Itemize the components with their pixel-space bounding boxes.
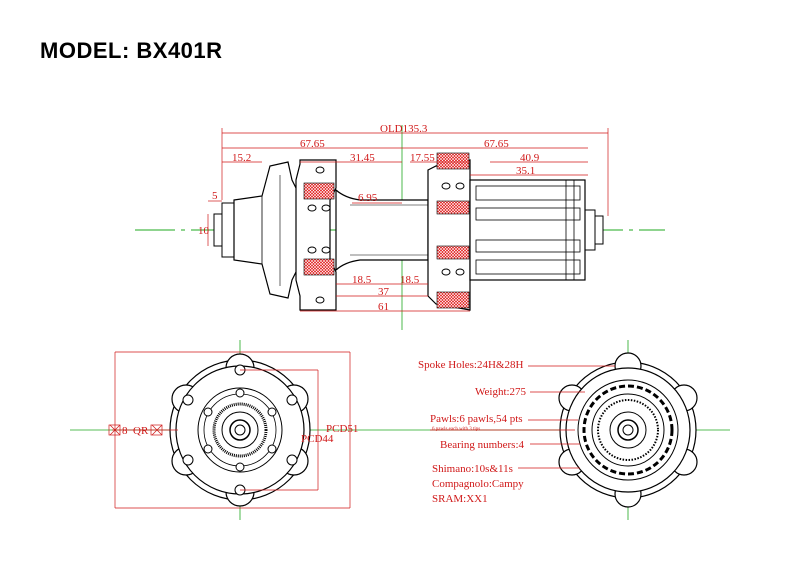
dim-pcd44: PCD44 — [301, 433, 334, 445]
dim-left-half: 67.65 — [300, 138, 325, 150]
hub-front-view — [70, 340, 420, 520]
disc-mount — [295, 159, 337, 311]
right-flange — [427, 159, 471, 311]
knurl-band — [436, 291, 470, 309]
left-axle-end — [221, 202, 235, 258]
bolt-hole — [321, 246, 331, 254]
side-dimension-labels: OLD135.3 67.65 67.65 15.2 31.45 17.55 40… — [198, 123, 540, 313]
model-title: MODEL: BX401R — [40, 38, 223, 63]
knurl-band — [303, 258, 335, 276]
dim-61: 61 — [378, 301, 389, 313]
dim-10: 10 — [198, 225, 210, 237]
spec-pawls: Pawls:6 pawls,54 pts — [430, 413, 523, 425]
dim-right-half: 67.65 — [484, 138, 509, 150]
bolt-hole — [455, 268, 465, 276]
dim-old: OLD135.3 — [380, 123, 428, 135]
knurl-band — [436, 200, 470, 215]
bolt-hole — [441, 182, 451, 190]
ratchet-teeth — [597, 399, 659, 461]
knurl-band — [436, 152, 470, 170]
dim-pcd51: PCD51 — [326, 423, 358, 435]
spec-spoke-holes: Spoke Holes:24H&28H — [418, 359, 523, 371]
left-axle-cap — [213, 213, 223, 247]
hub-rear-view — [420, 340, 730, 520]
axle-hole — [234, 424, 246, 436]
spec-leaders — [430, 365, 615, 469]
bolt-hole — [441, 268, 451, 276]
dim-18-5-right: 18.5 — [400, 274, 420, 286]
dim-40-9: 40.9 — [520, 152, 540, 164]
front-dimension-labels: PCD51 PCD44 8 QR — [122, 423, 358, 445]
dim-37: 37 — [378, 286, 390, 298]
spec-weight: Weight:275 — [475, 386, 527, 398]
spec-shimano: Shimano:10s&11s — [432, 463, 513, 475]
spec-labels: Spoke Holes:24H&28H Weight:275 Pawls:6 p… — [418, 359, 527, 505]
dim-6-95: 6.95 — [358, 192, 378, 204]
dim-5: 5 — [212, 190, 218, 202]
front-dimensions — [108, 351, 351, 509]
knurl-band — [303, 182, 335, 200]
spec-pawls-note: 6 pawls each with 3 tips — [432, 427, 480, 432]
bolt-hole — [315, 296, 325, 304]
freehub-body — [469, 179, 586, 281]
bolt-hole — [315, 166, 325, 174]
hub-side-view — [135, 125, 665, 330]
spec-bearings: Bearing numbers:4 — [440, 439, 525, 451]
left-flange — [233, 161, 301, 299]
dim-qr: QR — [133, 425, 149, 437]
knurl-band — [436, 245, 470, 260]
spec-campagnolo: Compagnolo:Campy — [432, 478, 524, 490]
right-axle-end — [584, 209, 596, 251]
rear-axle-hole — [622, 424, 634, 436]
side-dimensions — [207, 128, 609, 312]
dim-35-1: 35.1 — [516, 165, 535, 177]
freehub-spline-ring — [582, 384, 674, 476]
bolt-hole — [321, 204, 331, 212]
dim-18-5-left: 18.5 — [352, 274, 372, 286]
dim-31-45: 31.45 — [350, 152, 375, 164]
right-axle-cap — [594, 215, 604, 245]
rotor-bolt-holes — [203, 388, 277, 472]
bolt-hole — [307, 204, 317, 212]
dim-17-55: 17.55 — [410, 152, 435, 164]
dim-15-2: 15.2 — [232, 152, 251, 164]
hub-shell — [335, 188, 429, 272]
spec-sram: SRAM:XX1 — [432, 493, 488, 505]
dim-8: 8 — [122, 425, 128, 437]
bolt-hole — [455, 182, 465, 190]
bolt-hole — [307, 246, 317, 254]
